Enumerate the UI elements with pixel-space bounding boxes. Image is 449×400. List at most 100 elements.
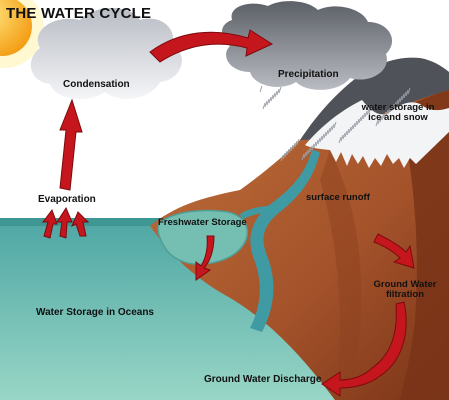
rain-drop	[356, 118, 360, 126]
rain-drop	[266, 98, 270, 106]
rain-drop	[325, 129, 329, 137]
label-freshwater-storage: Freshwater Storage	[158, 217, 247, 228]
rain-drop	[284, 150, 288, 158]
condensation-cloud	[30, 8, 182, 99]
rain-drop	[350, 124, 354, 132]
rain-drop	[309, 145, 313, 153]
label-ground-water-discharge: Ground Water Discharge	[204, 374, 322, 385]
label-ice-snow-line2: ice and snow	[368, 112, 428, 124]
rain-drop	[294, 140, 298, 148]
rain-drop	[278, 86, 282, 94]
rain-drop	[399, 95, 403, 103]
rain-drop	[401, 93, 405, 101]
arrow-ground-discharge	[321, 301, 407, 397]
rain-drop	[375, 119, 379, 127]
rain-drop	[331, 123, 335, 131]
rain-drop	[385, 109, 389, 117]
rain-drop	[329, 125, 333, 133]
label-ground-water-filtration: Ground Water filtration	[372, 279, 438, 301]
precipitation-cloud	[221, 1, 393, 90]
rain-drop	[342, 132, 346, 140]
label-surface-runoff: surface runoff	[306, 192, 370, 203]
rain-drop	[383, 111, 387, 119]
label-filtration-line1: Ground Water	[373, 279, 437, 290]
rain-drop	[389, 105, 393, 113]
arrow-cloud-transfer	[149, 29, 274, 63]
river	[250, 150, 320, 332]
rain-drop	[368, 106, 372, 114]
label-filtration-line2: filtration	[386, 289, 424, 301]
rain-drop	[387, 107, 391, 115]
rain-drop	[280, 154, 284, 162]
label-condensation: Condensation	[63, 79, 130, 90]
rain-drop	[346, 128, 350, 136]
rain-drop	[362, 112, 366, 120]
rain-drop	[395, 99, 399, 107]
rain-drop	[317, 137, 321, 145]
rain-drop	[397, 97, 401, 105]
rain-drop	[311, 143, 315, 151]
arrows	[42, 29, 415, 397]
rain-drop	[290, 144, 294, 152]
rain-drop	[301, 153, 305, 161]
freshwater-lake	[157, 209, 249, 266]
rain-drop	[313, 141, 317, 149]
rain-drop	[305, 149, 309, 157]
rain-drops	[259, 85, 411, 162]
label-precipitation: Precipitation	[278, 69, 339, 80]
rain-drop	[366, 108, 370, 116]
arrow-evap-right	[71, 211, 90, 237]
rain-drop	[327, 127, 331, 135]
rain-drop	[262, 102, 266, 110]
rain-drop	[274, 90, 278, 98]
arrow-filtration	[373, 233, 415, 269]
rain-drop	[352, 122, 356, 130]
rain-drop	[307, 147, 311, 155]
rain-drop	[288, 146, 292, 154]
rain-drop	[268, 96, 272, 104]
label-ice-snow-line1: water storage in	[361, 102, 435, 113]
rain-drop	[292, 142, 296, 150]
sun	[0, 0, 44, 68]
rain-drop	[407, 87, 411, 95]
rain-drop	[264, 100, 268, 108]
label-evaporation: Evaporation	[38, 194, 96, 205]
rain-drop	[333, 121, 337, 129]
rain-drop	[272, 92, 276, 100]
rain-drop	[348, 126, 352, 134]
rain-drop	[393, 101, 397, 109]
rain-drop	[403, 91, 407, 99]
rain-drop	[381, 113, 385, 121]
rain-drop	[321, 133, 325, 141]
arrow-evap-left	[42, 208, 58, 239]
rain-drop	[323, 131, 327, 139]
rain-drop	[370, 104, 374, 112]
rain-drop	[276, 88, 280, 96]
label-ice-snow: water storage in ice and snow	[360, 102, 436, 124]
snowy-mountain	[300, 57, 449, 168]
label-oceans: Water Storage in Oceans	[36, 307, 154, 318]
rain-drop	[360, 114, 364, 122]
rain-drop	[338, 136, 342, 144]
rain-drop	[270, 94, 274, 102]
rain-drop	[377, 117, 381, 125]
arrow-freshwater	[195, 235, 215, 281]
rain-drop	[358, 116, 362, 124]
rain-drop	[315, 139, 319, 147]
diagram-title: THE WATER CYCLE	[6, 5, 152, 22]
rain-drop	[344, 130, 348, 138]
rain-drop	[379, 115, 383, 123]
land-mass	[150, 86, 449, 400]
rain-drop	[303, 151, 307, 159]
rain-drop	[354, 120, 358, 128]
rain-drop	[391, 103, 395, 111]
arrow-evap-mid	[56, 206, 73, 239]
rain-drop	[286, 148, 290, 156]
rain-drop	[296, 138, 300, 146]
rain-drop	[259, 85, 263, 93]
rain-drop	[319, 135, 323, 143]
rain-drop	[340, 134, 344, 142]
rain-drop	[282, 152, 286, 160]
